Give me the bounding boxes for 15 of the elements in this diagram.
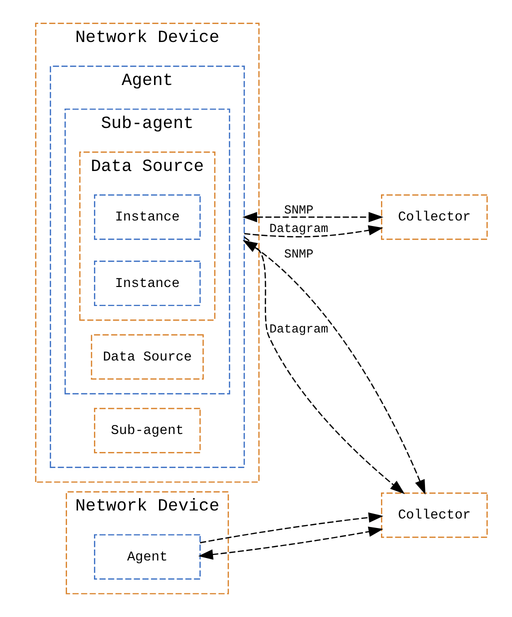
edge-label: Datagram <box>268 322 328 336</box>
node-box: Sub-agent <box>93 408 200 454</box>
edge-label: SNMP <box>284 248 314 262</box>
edge-label: Datagram <box>268 222 328 236</box>
node-box: Agent <box>93 534 200 580</box>
arrow <box>199 512 383 544</box>
arrow <box>198 526 383 560</box>
node-box: Data Source <box>90 334 204 380</box>
node-box: Instance <box>93 194 200 240</box>
node-box: Collector <box>380 492 488 538</box>
node-box: Collector <box>380 194 488 240</box>
node-box: Instance <box>93 260 200 306</box>
edge-label: SNMP <box>284 203 314 218</box>
arrow <box>242 212 383 222</box>
arrow <box>244 225 383 238</box>
